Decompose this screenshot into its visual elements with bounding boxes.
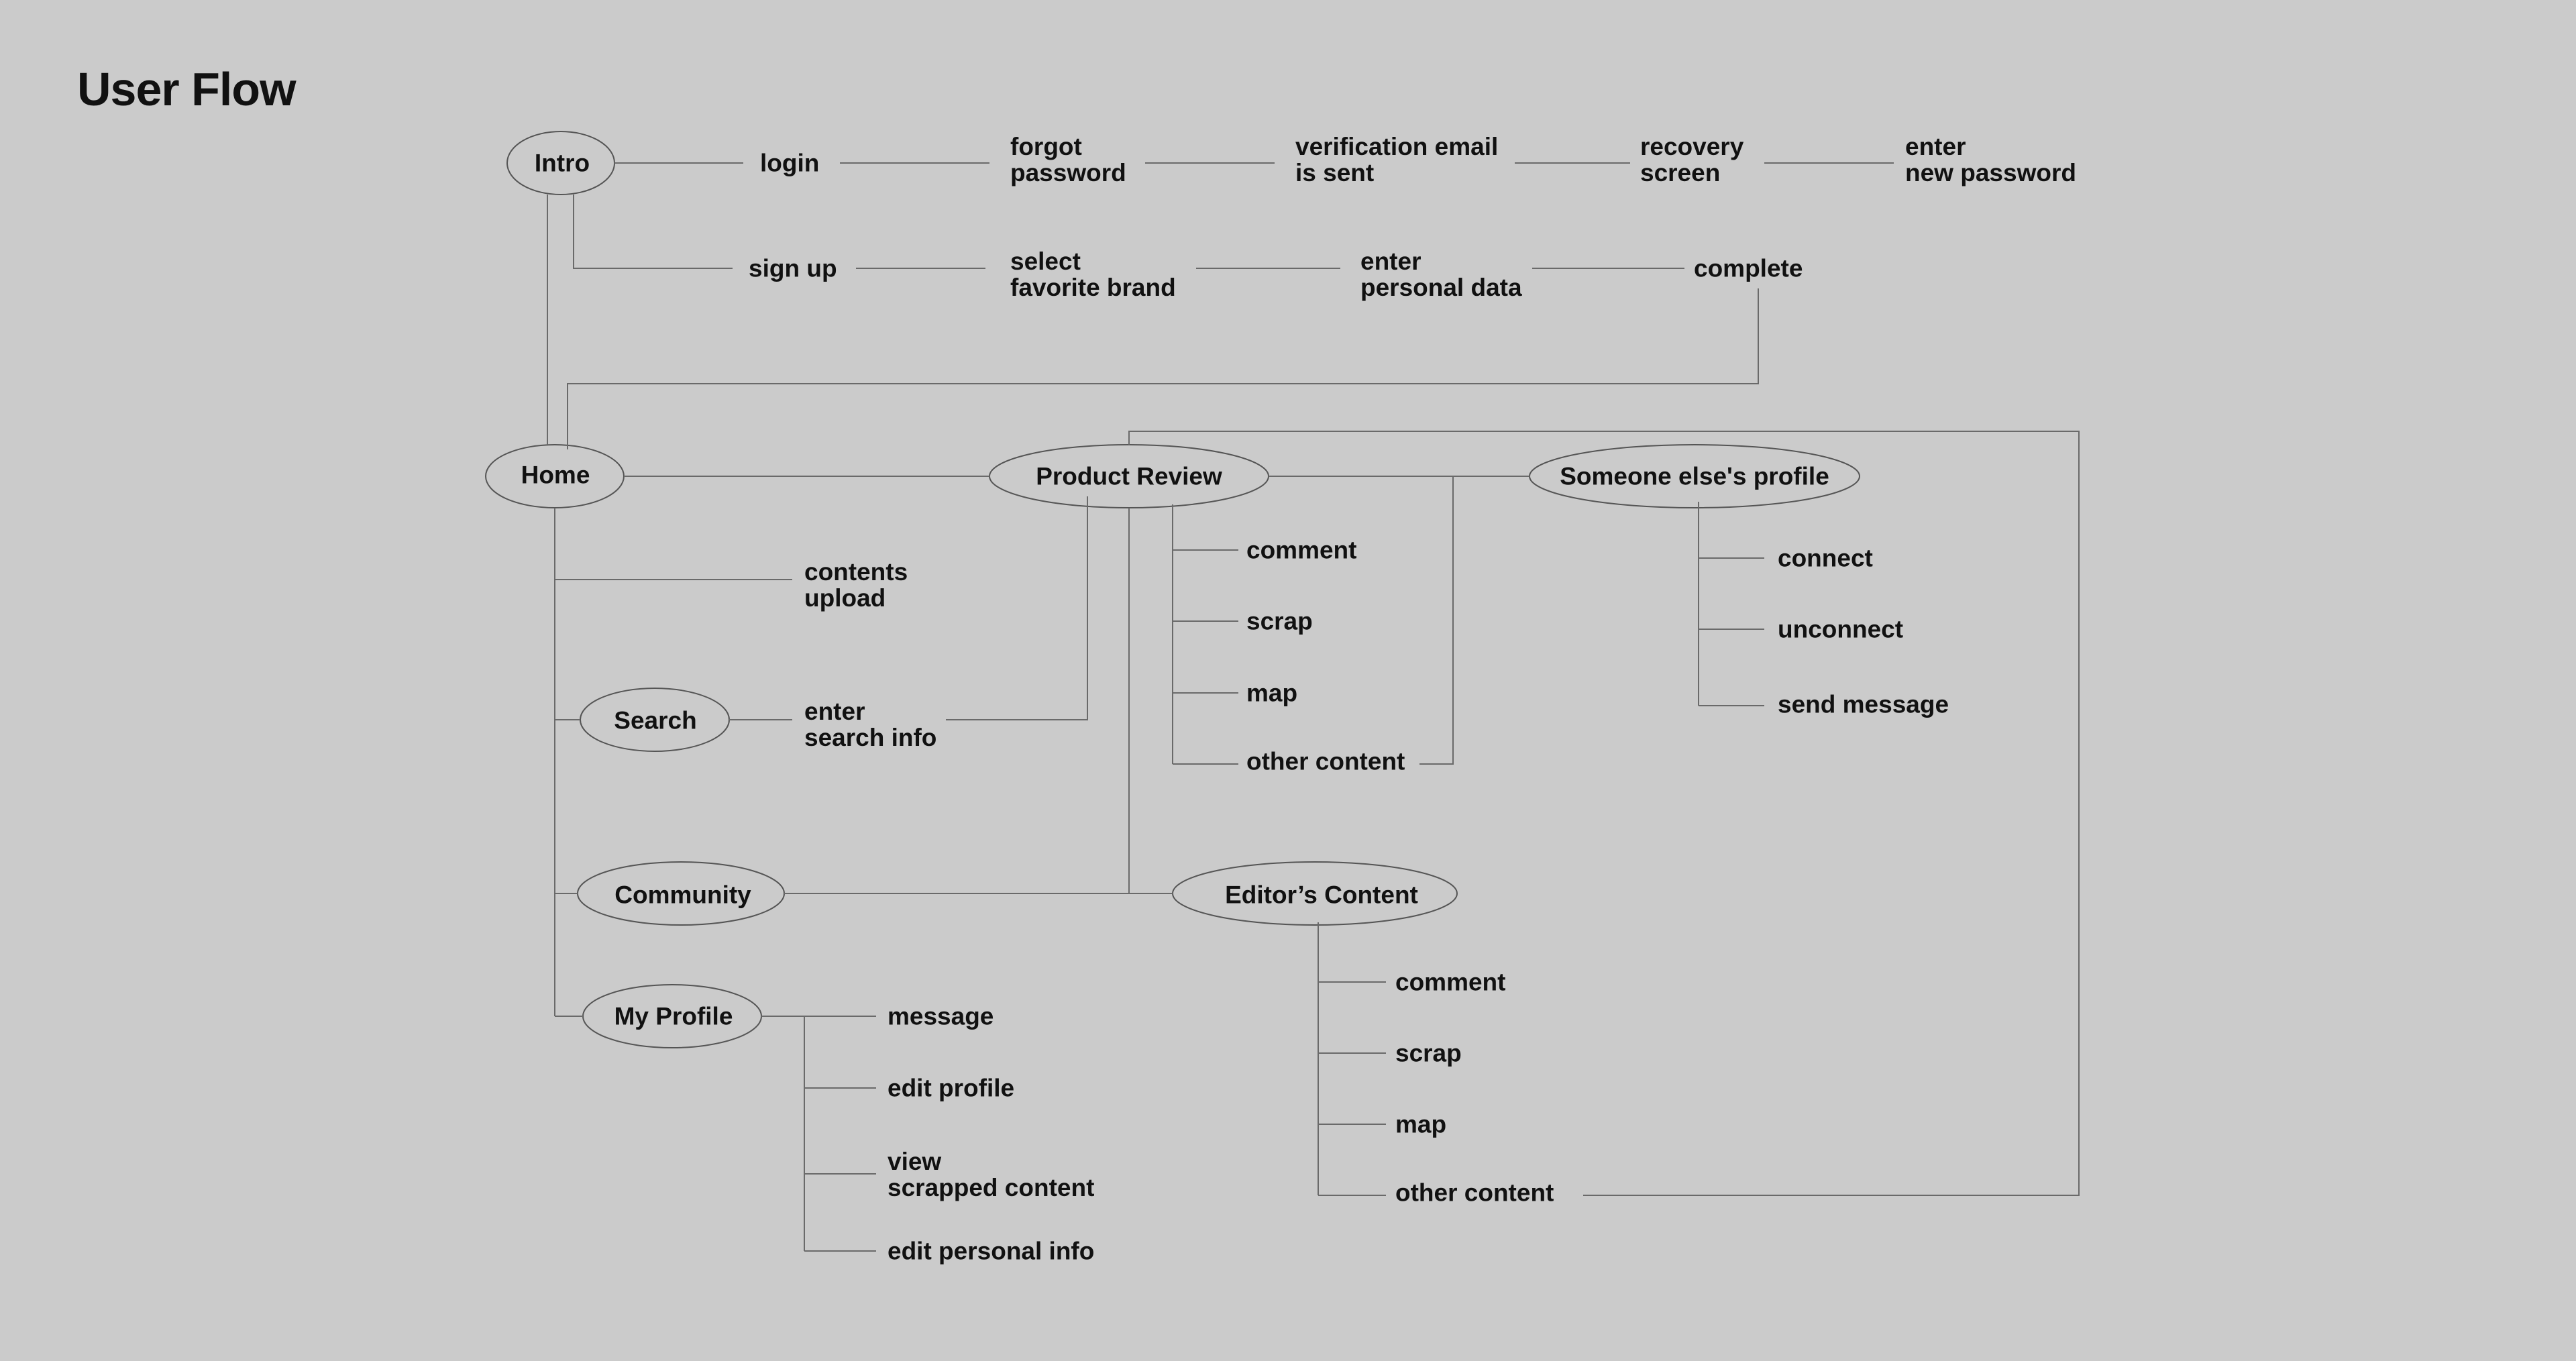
- edge-pr-other-to-profile: [1419, 476, 1454, 765]
- search-label[interactable]: Search: [614, 706, 697, 734]
- pr-comment-label[interactable]: comment: [1246, 536, 1357, 564]
- message-label[interactable]: message: [888, 1002, 994, 1030]
- unconnect-label[interactable]: unconnect: [1778, 615, 1904, 643]
- enter-new-password-label[interactable]: enter new password: [1905, 133, 2076, 186]
- sign-up-label[interactable]: sign up: [749, 254, 837, 282]
- edge-intro-signup: [573, 195, 733, 269]
- enter-search-info-label[interactable]: enter search info: [804, 698, 937, 751]
- pr-map-label[interactable]: map: [1246, 679, 1298, 707]
- community-label[interactable]: Community: [614, 881, 751, 909]
- ec-map-label[interactable]: map: [1395, 1110, 1447, 1138]
- recovery-screen-label[interactable]: recovery screen: [1640, 133, 1744, 186]
- verification-email-label[interactable]: verification email is sent: [1295, 133, 1499, 186]
- editors-content-label[interactable]: Editor’s Content: [1225, 881, 1418, 909]
- ec-other-content-label[interactable]: other content: [1395, 1179, 1554, 1207]
- login-label[interactable]: login: [760, 149, 820, 177]
- pr-scrap-label[interactable]: scrap: [1246, 607, 1313, 635]
- someone-profile-label[interactable]: Someone else's profile: [1560, 462, 1829, 490]
- intro-label[interactable]: Intro: [534, 149, 590, 177]
- complete-label[interactable]: complete: [1694, 254, 1803, 282]
- send-message-label[interactable]: send message: [1778, 690, 1949, 718]
- ec-comment-label[interactable]: comment: [1395, 968, 1506, 996]
- edit-personal-info-label[interactable]: edit personal info: [888, 1237, 1095, 1265]
- edge-ec-other-loop: [1128, 431, 2080, 1196]
- forgot-password-label[interactable]: forgot password: [1010, 133, 1126, 186]
- my-profile-label[interactable]: My Profile: [614, 1002, 733, 1030]
- select-favorite-brand-label[interactable]: select favorite brand: [1010, 248, 1176, 301]
- ec-scrap-label[interactable]: scrap: [1395, 1039, 1462, 1067]
- edge-enterinfo-productreview: [946, 496, 1088, 720]
- view-scrapped-content-label[interactable]: view scrapped content: [888, 1148, 1095, 1201]
- edit-profile-label[interactable]: edit profile: [888, 1074, 1015, 1102]
- enter-personal-data-label[interactable]: enter personal data: [1360, 248, 1522, 301]
- edge-complete-home: [567, 288, 1759, 449]
- home-label[interactable]: Home: [521, 461, 590, 489]
- connect-label[interactable]: connect: [1778, 544, 1873, 572]
- page-title: User Flow: [77, 63, 297, 115]
- pr-other-content-label[interactable]: other content: [1246, 747, 1405, 775]
- contents-upload-label[interactable]: contents upload: [804, 558, 908, 612]
- product-review-label[interactable]: Product Review: [1036, 462, 1222, 490]
